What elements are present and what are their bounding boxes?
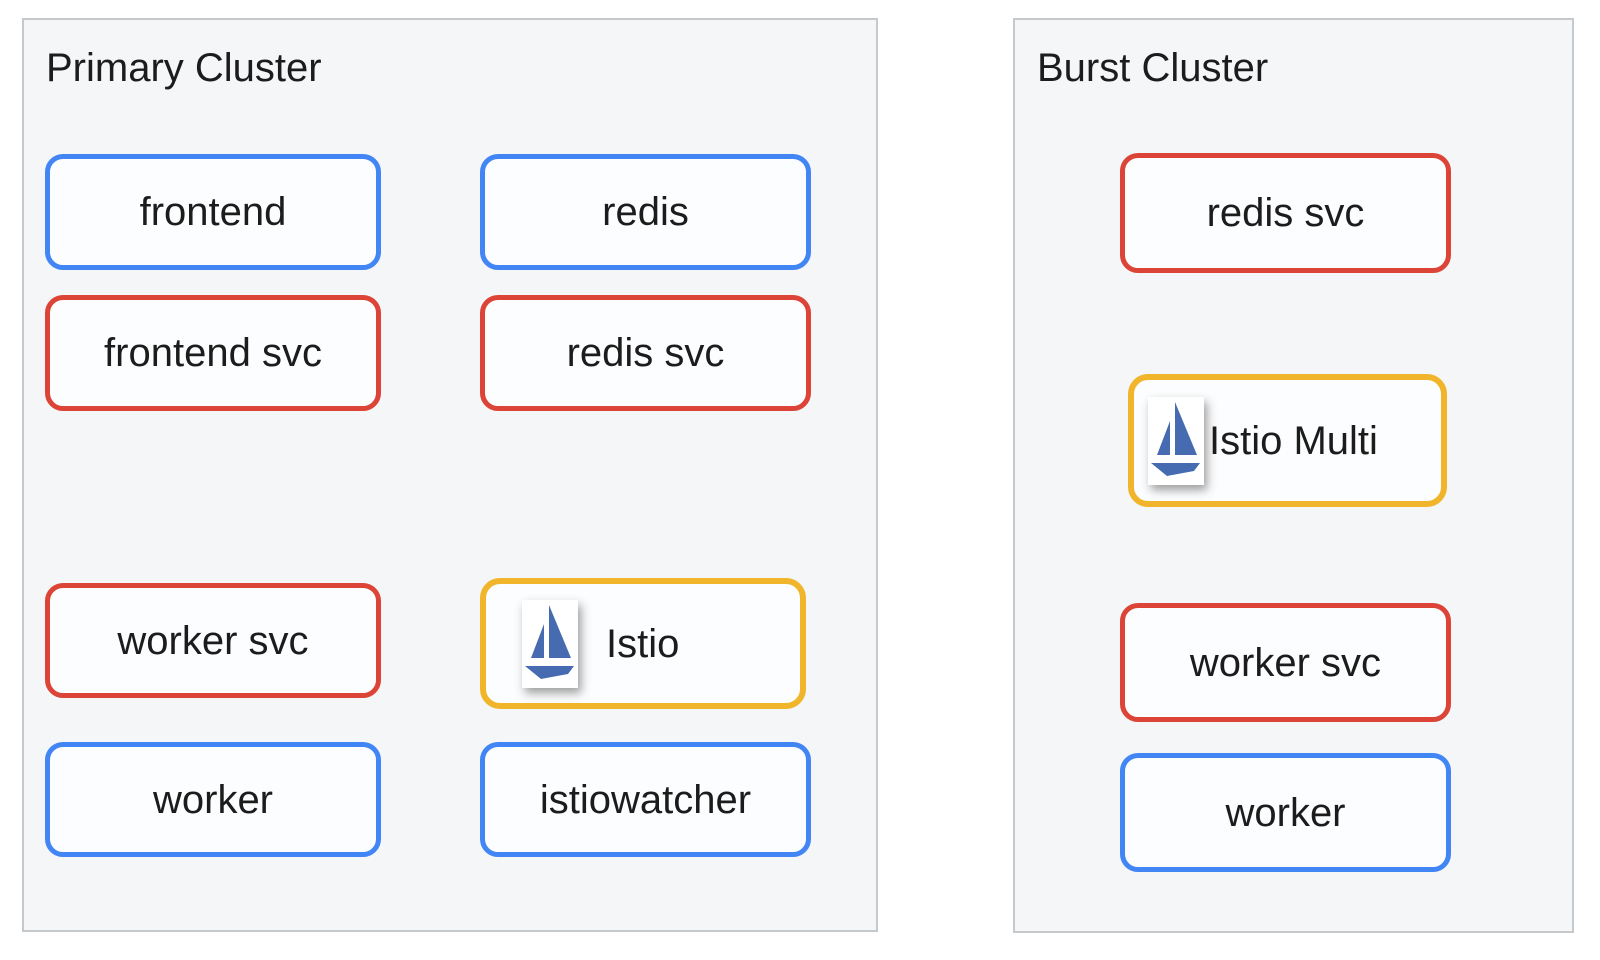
node-label: redis	[602, 190, 689, 234]
node-worker: worker	[1120, 753, 1451, 872]
node-redis-svc: redis svc	[1120, 153, 1451, 273]
node-redis-svc: redis svc	[480, 295, 811, 411]
node-istio-multi: Istio Multi	[1128, 374, 1447, 507]
node-label: worker svc	[117, 618, 309, 663]
node-label: worker	[1225, 790, 1346, 835]
node-label: worker svc	[1189, 640, 1382, 685]
node-label: worker	[152, 777, 274, 822]
istio-sailboat-icon	[522, 599, 578, 688]
istio-sailboat-icon	[1148, 396, 1204, 485]
node-redis: redis	[480, 154, 811, 270]
node-worker: worker	[45, 742, 381, 857]
node-label: redis svc	[566, 331, 725, 375]
node-istio: Istio	[480, 578, 806, 709]
node-worker-svc: worker svc	[45, 583, 381, 698]
node-worker-svc: worker svc	[1120, 603, 1451, 722]
node-frontend-svc: frontend svc	[45, 295, 381, 411]
burst-cluster-title: Burst Cluster	[1037, 46, 1269, 90]
primary-cluster-box: Primary Cluster frontend redis frontend …	[22, 18, 878, 932]
node-label: Istio Multi	[1209, 418, 1378, 463]
node-label: frontend svc	[104, 331, 322, 375]
node-label: frontend	[139, 190, 287, 234]
burst-cluster-box: Burst Cluster redis svc Istio Multi work…	[1013, 18, 1574, 933]
node-label: istiowatcher	[539, 777, 752, 822]
node-istiowatcher: istiowatcher	[480, 742, 811, 857]
node-label: Istio	[606, 621, 680, 666]
primary-cluster-title: Primary Cluster	[46, 46, 322, 90]
node-frontend: frontend	[45, 154, 381, 270]
node-label: redis svc	[1206, 191, 1365, 235]
